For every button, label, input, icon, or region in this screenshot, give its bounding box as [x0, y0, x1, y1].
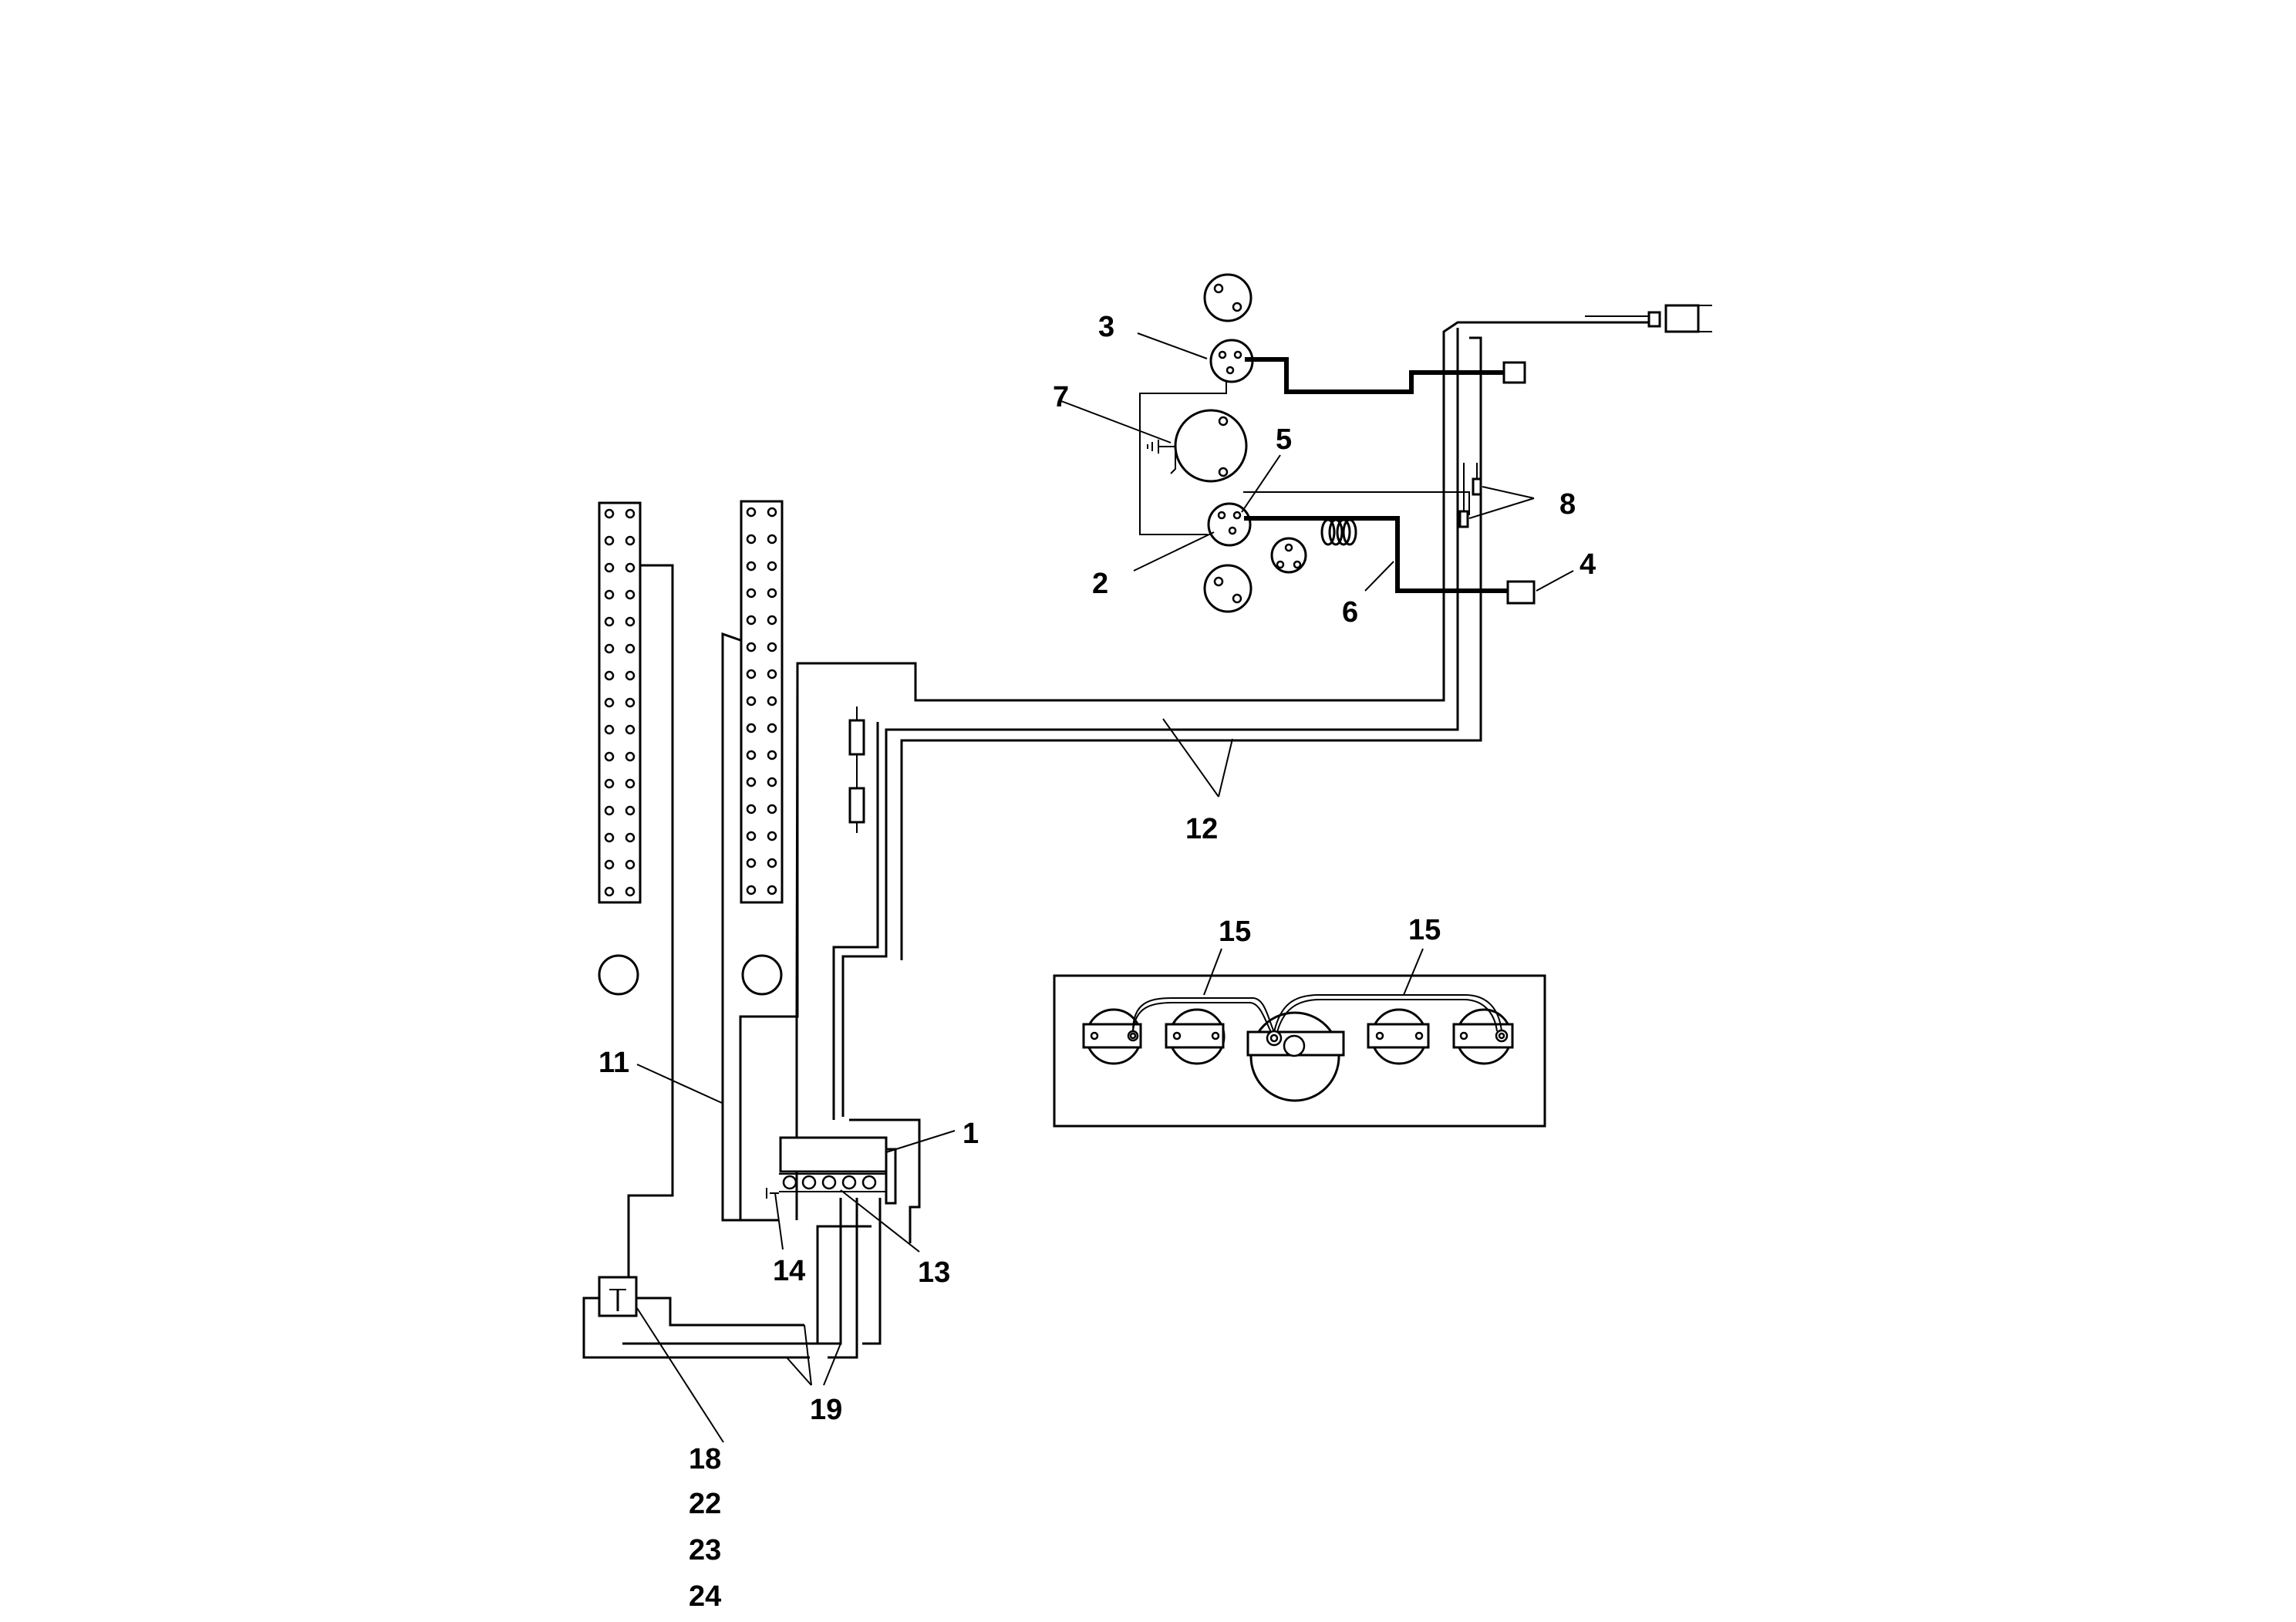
inline-fuses — [848, 706, 865, 833]
rail-hole — [604, 724, 615, 735]
rail-hole — [604, 805, 615, 816]
rail-hole — [746, 750, 757, 760]
rail-hole — [746, 642, 757, 653]
rail-hole — [746, 615, 757, 626]
rail-hole — [746, 534, 757, 545]
rail-hole — [625, 805, 636, 816]
rail-hole — [604, 508, 615, 519]
rail-hole — [625, 832, 636, 843]
rail-hole — [625, 697, 636, 708]
heavy-wires — [1243, 357, 1536, 605]
rail-hole — [625, 562, 636, 573]
rail-hole — [767, 804, 777, 814]
rail-hole — [746, 777, 757, 787]
callout-23: 23 — [689, 1534, 721, 1566]
callout-6: 6 — [1342, 596, 1358, 629]
rail-hole — [604, 832, 615, 843]
rail-hole — [746, 507, 757, 518]
rail-hole — [604, 562, 615, 573]
rail-hole — [604, 697, 615, 708]
callout-15-right: 15 — [1408, 914, 1441, 946]
callout-5: 5 — [1276, 423, 1292, 456]
rail-hole — [767, 615, 777, 626]
callout-24: 24 — [689, 1580, 721, 1613]
rail-hole — [767, 885, 777, 895]
left-rail — [598, 501, 642, 996]
rail-hole — [604, 778, 615, 789]
callouts: 3 7 5 2 8 4 6 12 15 15 11 1 14 13 19 18 … — [598, 311, 1596, 1613]
rail-hole — [746, 588, 757, 599]
rail-hole — [625, 859, 636, 870]
end-plug — [1585, 304, 1712, 333]
callout-1: 1 — [963, 1118, 979, 1150]
rail-hole — [767, 669, 777, 679]
rail-hole — [767, 858, 777, 868]
callout-18: 18 — [689, 1443, 721, 1475]
switch-assembly — [582, 1198, 882, 1359]
rail-hole — [625, 643, 636, 654]
callout-3: 3 — [1098, 311, 1114, 343]
rail-hole — [767, 642, 777, 653]
rail-hole — [625, 589, 636, 600]
rail-hole — [746, 858, 757, 868]
rail-hole — [625, 670, 636, 681]
terminal-block — [766, 1136, 897, 1205]
rail-hole — [625, 616, 636, 627]
rail-hole — [746, 885, 757, 895]
rail-hole — [767, 750, 777, 760]
rail-hole — [625, 724, 636, 735]
callout-11: 11 — [598, 1047, 629, 1079]
top-assembly — [1139, 273, 1357, 613]
rail-hole — [604, 589, 615, 600]
rail-hole — [604, 535, 615, 546]
right-rail — [740, 500, 784, 996]
callout-15-left: 15 — [1219, 916, 1251, 948]
rail-hole — [604, 751, 615, 762]
callout-19: 19 — [810, 1394, 842, 1426]
rail-hole — [746, 561, 757, 572]
rail-hole — [604, 886, 615, 897]
connectors-8 — [1458, 463, 1482, 528]
callout-7: 7 — [1053, 381, 1069, 413]
rail-hole — [767, 831, 777, 841]
rail-hole — [746, 831, 757, 841]
rail-hole — [625, 778, 636, 789]
rail-hole — [767, 777, 777, 787]
callout-12: 12 — [1185, 813, 1218, 845]
callout-4: 4 — [1580, 548, 1596, 581]
rail-hole — [625, 751, 636, 762]
callout-22: 22 — [689, 1488, 721, 1520]
rail-hole — [767, 534, 777, 545]
rail-hole — [604, 670, 615, 681]
rail-hole — [746, 669, 757, 679]
callout-2: 2 — [1092, 568, 1108, 600]
rail-hole — [746, 804, 757, 814]
rail-hole — [746, 696, 757, 706]
rail-hole — [767, 507, 777, 518]
rail-hole — [746, 723, 757, 733]
rail-hole — [625, 535, 636, 546]
rail-hole — [625, 508, 636, 519]
lamp-panel — [1053, 974, 1546, 1128]
rail-hole — [767, 696, 777, 706]
rail-hole — [604, 643, 615, 654]
callout-14: 14 — [773, 1255, 805, 1287]
rail-hole — [767, 588, 777, 599]
leader-lines — [636, 332, 1574, 1443]
rail-hole — [625, 886, 636, 897]
callout-13: 13 — [918, 1256, 950, 1289]
rail-hole — [767, 561, 777, 572]
rail-hole — [767, 723, 777, 733]
callout-8: 8 — [1559, 488, 1576, 521]
rail-hole — [604, 616, 615, 627]
main-harness — [627, 321, 1649, 1277]
rail-hole — [604, 859, 615, 870]
